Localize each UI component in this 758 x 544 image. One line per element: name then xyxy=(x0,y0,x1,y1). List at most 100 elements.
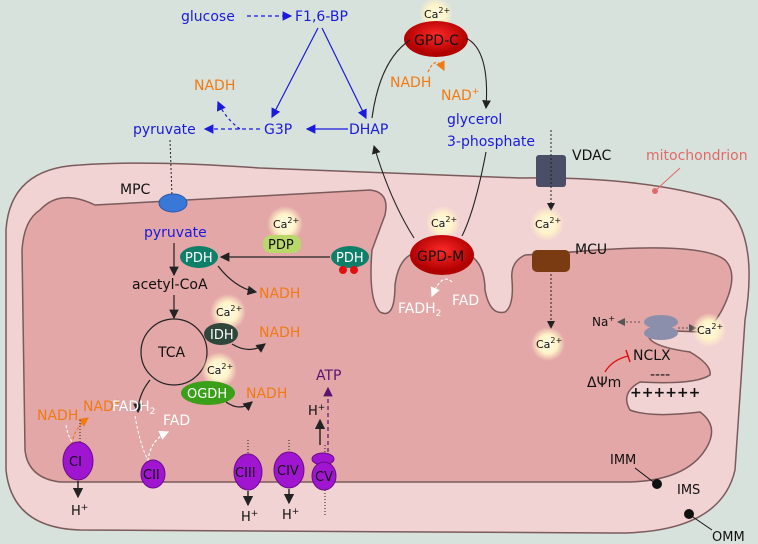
imm-pointer xyxy=(634,467,657,485)
f16bp-to-dhap-arrow xyxy=(321,27,367,120)
svg-text:Ca2+: Ca2+ xyxy=(697,322,723,337)
omm-label: OMM xyxy=(712,530,745,544)
gpdm-fad-arrow xyxy=(430,278,453,298)
gpdc-to-glycerol-arrow xyxy=(465,37,491,110)
h-ci-label: H+ xyxy=(71,503,88,519)
delta-psi-label: ΔΨm xyxy=(587,375,621,391)
pyruvate-to-mpc-arrow xyxy=(169,139,173,197)
nad-gpdc-label: NAD+ xyxy=(441,87,479,104)
inhibition-line xyxy=(604,355,629,373)
f16bp-to-g3p-arrow xyxy=(271,27,319,119)
svg-text:Ca2+: Ca2+ xyxy=(431,215,457,230)
gpdm-ca-glow: Ca2+ xyxy=(426,206,460,240)
cii-label: CII xyxy=(143,468,160,483)
fad-gpdm-label: FAD xyxy=(452,293,479,309)
svg-text:Ca2+: Ca2+ xyxy=(273,216,299,231)
svg-text:Ca2+: Ca2+ xyxy=(207,362,233,377)
gpd-m-label: GPD-M xyxy=(417,249,464,265)
nadh-ogdh-label: NADH xyxy=(246,386,287,402)
ogdh-ca-glow: Ca2+ xyxy=(201,352,237,388)
nclx-label: NCLX xyxy=(633,348,671,364)
pdh-phospho-label: PDH xyxy=(336,251,364,266)
complex-iv xyxy=(273,451,305,489)
pdp-ca-glow: Ca2+ xyxy=(267,206,303,242)
fadh2-cii-label: FADH2 xyxy=(112,399,155,417)
ims-ca-glow: Ca2+ xyxy=(530,207,564,241)
matrix-ca-glow: Ca2+ xyxy=(531,327,565,361)
pdh-nadh-arrow xyxy=(217,265,258,296)
atp-label: ATP xyxy=(316,368,341,384)
complex-ii xyxy=(140,459,166,489)
pyruvate-matrix-label: pyruvate xyxy=(144,225,207,241)
mitochondrion-pointer xyxy=(655,167,681,191)
h-civ-label: H+ xyxy=(282,507,299,523)
tca-to-cii-arrow xyxy=(133,379,151,414)
mpc-transporter xyxy=(158,193,188,213)
nclx-ca-glow: Ca2+ xyxy=(692,313,726,347)
complex-i xyxy=(62,441,94,481)
nadh-idh-label: NADH xyxy=(259,325,300,341)
complex-iii xyxy=(233,453,263,491)
glycerol-phosphate-label: 3-phosphate xyxy=(447,134,535,150)
idh-nadh-arrow xyxy=(231,343,266,353)
mitochondrion-pointer-dot xyxy=(652,188,658,194)
imm-label: IMM xyxy=(610,453,636,468)
glucose-label: glucose xyxy=(181,9,235,25)
pdp-label: PDP xyxy=(268,238,294,253)
phosphate-dot xyxy=(339,266,347,274)
imm-pointer-dot xyxy=(652,479,662,489)
cii-fadh2-in xyxy=(134,415,149,461)
nadh-cyto-label: NADH xyxy=(194,78,235,94)
acetyl-coa-label: acetyl-CoA xyxy=(132,277,208,293)
gpdc-nadh-arrow xyxy=(427,60,445,73)
glycerol-label: glycerol xyxy=(447,112,502,128)
ogdh-enzyme xyxy=(181,381,235,405)
fad-cii-label: FAD xyxy=(163,413,190,429)
ogdh-nadh-arrow xyxy=(225,401,253,412)
svg-text:Ca2+: Ca2+ xyxy=(424,6,450,21)
idh-ca-glow: Ca2+ xyxy=(210,294,246,330)
inhibition-bar xyxy=(625,349,631,363)
omm-pointer xyxy=(689,514,713,531)
glycerol-to-gpdm-line xyxy=(461,151,487,237)
nad-ci-label: NAD+ xyxy=(83,398,121,415)
omm-pointer-dot xyxy=(684,509,694,519)
pdh-phosphorylated-enzyme xyxy=(331,246,369,268)
tca-label: TCA xyxy=(157,345,186,361)
gpdm-to-dhap-arrow xyxy=(371,144,415,239)
pdh-label: PDH xyxy=(185,251,213,266)
gpd-c-label: GPD-C xyxy=(414,33,459,49)
mcu-label: MCU xyxy=(575,242,607,258)
tca-cycle-ring xyxy=(140,318,208,386)
nclx-exchanger xyxy=(644,315,678,329)
cv-label: CV xyxy=(315,470,333,485)
ci-label: CI xyxy=(69,455,82,470)
ciii-label: CIII xyxy=(235,466,256,481)
vdac-label: VDAC xyxy=(572,148,611,164)
fadh2-gpdm-label: FADH2 xyxy=(398,301,441,319)
phosphate-dot xyxy=(350,266,358,274)
dhap-label: DHAP xyxy=(349,122,388,138)
dhap-to-gpdc-arrow xyxy=(371,39,411,119)
svg-text:Ca2+: Ca2+ xyxy=(535,216,561,231)
h-cv-label: H+ xyxy=(308,403,325,419)
na-label: Na+ xyxy=(592,314,615,329)
ogdh-label: OGDH xyxy=(187,387,227,402)
g3p-nadh-arrow xyxy=(216,100,241,130)
svg-text:Ca2+: Ca2+ xyxy=(536,336,562,351)
nadh-pdh-label: NADH xyxy=(259,286,300,302)
pdh-enzyme xyxy=(180,246,218,268)
gpd-c-enzyme xyxy=(404,21,468,57)
idh-label: IDH xyxy=(210,328,234,343)
gpd-m-enzyme xyxy=(410,235,474,275)
pdp-enzyme xyxy=(263,235,301,253)
civ-label: CIV xyxy=(277,464,299,479)
nclx-exchanger-lower xyxy=(644,326,678,340)
f16bp-label: F1,6-BP xyxy=(295,9,348,25)
mpc-label: MPC xyxy=(120,182,151,198)
complex-v xyxy=(311,461,337,491)
nadh-ci-label: NADH xyxy=(37,408,78,424)
plus-charges: ++++++ xyxy=(630,385,700,401)
